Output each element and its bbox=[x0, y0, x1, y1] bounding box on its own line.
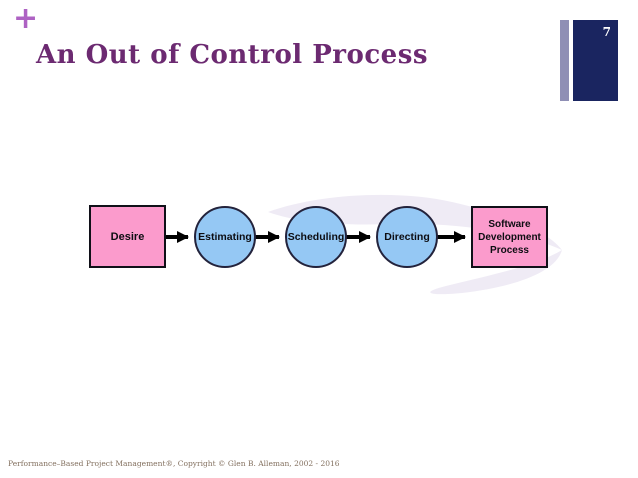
page-title: An Out of Control Process bbox=[36, 40, 428, 70]
slide-number: 7 bbox=[602, 25, 611, 39]
node-directing-label: Directing bbox=[384, 231, 430, 243]
node-software-development-process: Software Development Process bbox=[471, 206, 548, 268]
node-directing: Directing bbox=[376, 206, 438, 268]
node-desire-label: Desire bbox=[110, 230, 145, 243]
node-estimating-label: Estimating bbox=[198, 231, 252, 243]
node-software-label: Software Development Process bbox=[478, 218, 541, 256]
slide-number-box: 7 bbox=[573, 20, 618, 101]
plus-accent-icon: + bbox=[13, 1, 39, 36]
node-scheduling: Scheduling bbox=[285, 206, 347, 268]
node-scheduling-label: Scheduling bbox=[287, 231, 345, 243]
slide-number-tab: 7 bbox=[560, 20, 618, 101]
node-estimating: Estimating bbox=[194, 206, 256, 268]
footer-copyright: Performance–Based Project Management®, C… bbox=[8, 459, 340, 468]
node-desire: Desire bbox=[89, 205, 166, 268]
accent-bar bbox=[560, 20, 569, 101]
